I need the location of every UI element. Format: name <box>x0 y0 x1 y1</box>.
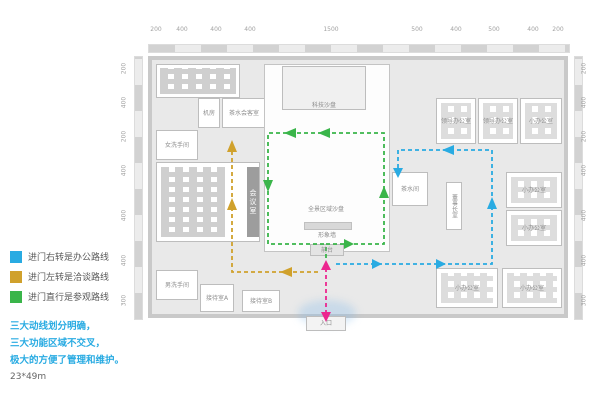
floor-plan: 机房 茶水会客室 女洗手间 会议室 科技沙盘 全景区域沙盘 形象墙 前台 领导办… <box>148 56 568 318</box>
dim-right-3: 400 <box>580 164 588 177</box>
dim-right-1: 400 <box>580 96 588 109</box>
legend-swatch-office <box>10 250 22 263</box>
room-tea: 茶水间 <box>392 172 428 206</box>
room-reception-b: 接待室B <box>242 290 280 312</box>
dim-top-3: 400 <box>244 26 256 33</box>
dim-right-2: 200 <box>580 130 588 143</box>
dim-right-6: 300 <box>580 294 588 307</box>
dim-top-2: 400 <box>210 26 222 33</box>
panorama-sandbox-label: 全景区域沙盘 <box>307 206 344 213</box>
dim-top-7: 500 <box>488 26 500 33</box>
dim-left-2: 200 <box>120 130 128 143</box>
dim-left-3: 400 <box>120 164 128 177</box>
room-leader-office-2: 领导办公室 <box>478 98 518 144</box>
legend-label-negotiation: 进门左转是洽谈路线 <box>28 273 110 283</box>
dim-top-5: 500 <box>411 26 423 33</box>
legend-swatch-visit <box>10 290 22 303</box>
right-ruler <box>574 56 583 320</box>
dim-top-9: 200 <box>552 26 564 33</box>
front-desk: 前台 <box>310 244 344 256</box>
room-tech-sandbox: 科技沙盘 <box>282 66 366 110</box>
room-machine: 机房 <box>198 98 220 128</box>
dim-right-5: 400 <box>580 254 588 267</box>
room-tea-guest: 茶水会客室 <box>222 98 266 128</box>
room-leader-office-1: 领导办公室 <box>436 98 476 144</box>
room-womens-wc: 女洗手间 <box>156 130 198 160</box>
image-wall <box>304 222 352 230</box>
dim-top-1: 400 <box>176 26 188 33</box>
meeting-room-label: 会议室 <box>249 188 257 216</box>
left-ruler <box>134 56 143 320</box>
dim-left-0: 200 <box>120 62 128 75</box>
room-mens-wc: 男洗手间 <box>156 270 198 300</box>
room-small-office-b2: 小办公室 <box>502 268 562 308</box>
room-small-office-r1: 小办公室 <box>506 172 562 208</box>
image-wall-label: 形象墙 <box>317 232 336 239</box>
dim-left-4: 400 <box>120 209 128 222</box>
legend-item-negotiation: 进门左转是洽谈路线 <box>10 270 109 283</box>
note-line-3: 极大的方便了管理和维护。 <box>10 355 125 366</box>
meeting-desks <box>161 167 225 237</box>
room-chairman: 董事长室 <box>446 182 462 230</box>
dim-top-0: 200 <box>150 26 162 33</box>
room-reception-a: 接待室A <box>200 284 234 312</box>
room-small-office-b1: 小办公室 <box>436 268 498 308</box>
dim-left-6: 300 <box>120 294 128 307</box>
dim-top-6: 400 <box>450 26 462 33</box>
note-line-2: 三大功能区域不交叉， <box>10 338 106 349</box>
legend-item-office: 进门右转是办公路线 <box>10 250 109 263</box>
room-small-office-r2: 小办公室 <box>506 210 562 246</box>
legend-swatch-negotiation <box>10 270 22 283</box>
legend-item-visit: 进门直行是参观路线 <box>10 290 109 303</box>
dim-left-5: 400 <box>120 254 128 267</box>
legend-label-visit: 进门直行是参观路线 <box>28 293 110 303</box>
top-ruler <box>148 44 570 53</box>
note-line-1: 三大动线划分明确， <box>10 321 96 332</box>
dim-left-1: 400 <box>120 96 128 109</box>
meeting-room-bar: 会议室 <box>247 167 259 237</box>
dim-top-4: 1500 <box>323 26 339 33</box>
room-meeting: 会议室 <box>156 162 260 242</box>
room-workstations <box>156 64 240 98</box>
entrance: 入口 <box>306 316 346 331</box>
legend-label-office: 进门右转是办公路线 <box>28 253 110 263</box>
desks <box>160 68 236 94</box>
room-small-office-top: 小办公室 <box>520 98 562 144</box>
dim-right-4: 400 <box>580 209 588 222</box>
plan-size: 23*49m <box>10 372 47 382</box>
dim-right-0: 200 <box>580 62 588 75</box>
dim-top-8: 400 <box>527 26 539 33</box>
